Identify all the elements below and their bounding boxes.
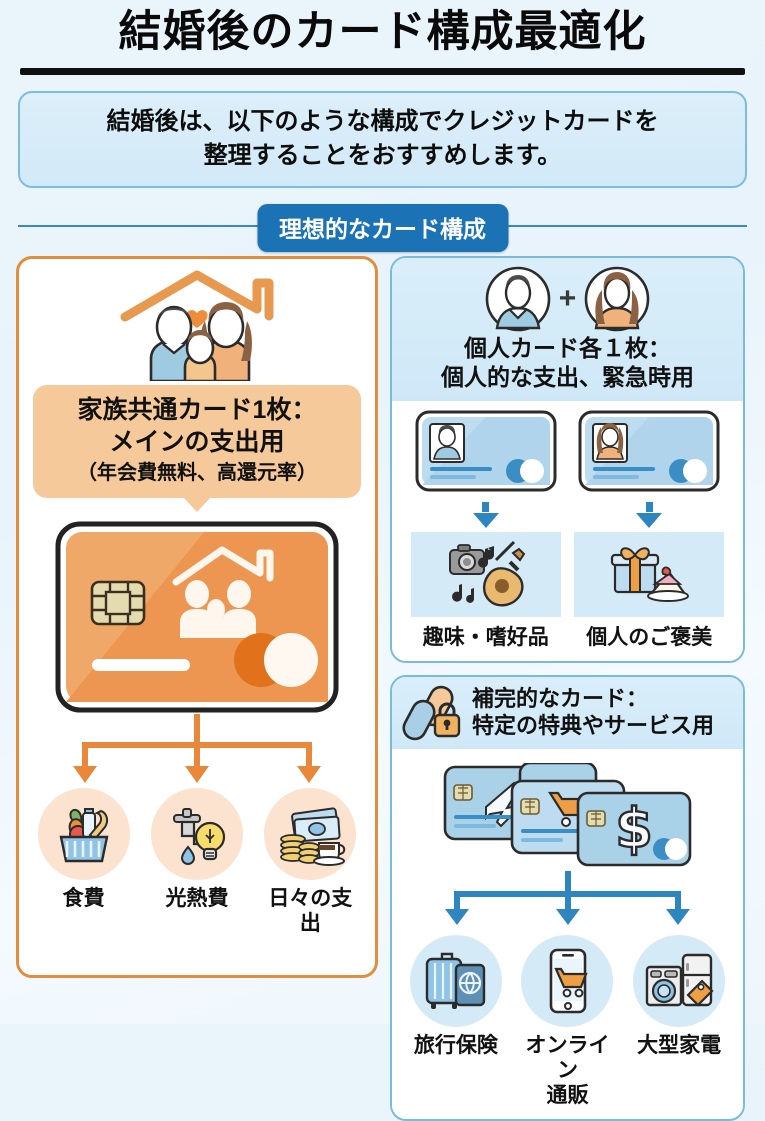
reward-arrow <box>636 513 663 529</box>
supplementary-cards-panel: 補完的なカード： 特定の特典やサービス用 <box>390 675 745 1121</box>
panels-container: 家族共通カード1枚： メインの支出用 （年会費無料、高還元率） <box>0 246 765 1121</box>
family-card-panel: 家族共通カード1枚： メインの支出用 （年会費無料、高還元率） <box>16 256 378 979</box>
suppl-connector-stem <box>564 871 571 894</box>
category-online-shopping: オンライン 通販 <box>515 935 619 1108</box>
supplementary-connector <box>418 871 717 933</box>
family-house-emblem <box>172 546 274 586</box>
suppl-drop-3 <box>675 891 682 912</box>
supplementary-card-stack: $ <box>392 763 743 871</box>
card-stripe <box>92 658 190 671</box>
travel-insurance-label: 旅行保険 <box>413 1034 498 1058</box>
right-column: + 個人カード各１枚： 個人的な支出、緊急時用 <box>390 256 745 1121</box>
plus-icon: + <box>558 282 577 316</box>
personal-item-reward: 個人のご褒美 <box>574 409 725 651</box>
supplementary-panel-body: $ <box>392 749 743 1119</box>
male-avatar-icon <box>485 267 551 332</box>
personal-panel-header: + 個人カード各１枚： 個人的な支出、緊急時用 <box>392 258 743 402</box>
suppl-drop-2 <box>564 891 571 912</box>
family-house-icon <box>120 270 274 382</box>
family-emblem-people <box>180 579 256 638</box>
connector-arrow-2 <box>185 765 209 783</box>
connector-drop-3 <box>306 741 313 768</box>
family-column: 家族共通カード1枚： メインの支出用 （年会費無料、高還元率） <box>16 256 378 979</box>
faucet-bulb-icon <box>150 787 243 880</box>
infographic-page: 結婚後のカード構成最適化 結婚後は、以下のような構成でクレジットカードを 整理す… <box>0 0 765 1024</box>
chip-icon <box>90 580 146 626</box>
category-utilities-label: 光熱費 <box>165 886 229 910</box>
cash-coffee-icon <box>264 787 357 880</box>
chain-link-icon <box>402 686 461 741</box>
supplementary-header-text: 補完的なカード： 特定の特典やサービス用 <box>472 685 714 740</box>
online-shopping-label-2: 通販 <box>546 1083 589 1107</box>
title-underline <box>20 68 745 76</box>
connector-stem <box>194 713 200 744</box>
camera-guitar-music-icon <box>410 532 561 618</box>
hobby-arrow-stem <box>482 502 490 513</box>
lead-box: 結婚後は、以下のような構成でクレジットカードを 整理することをおすすめします。 <box>18 91 747 189</box>
supplementary-header-line-2: 特定の特典やサービス用 <box>472 713 715 739</box>
svg-text:$: $ <box>615 797 653 860</box>
category-daily-label: 日々の支出 <box>268 886 353 935</box>
section-pill-label: 理想的なカード構成 <box>257 204 508 253</box>
personal-header-line-1: 個人カード各１枚： <box>464 335 671 362</box>
reward-label: 個人のご褒美 <box>586 626 713 650</box>
gift-cake-icon <box>574 532 725 618</box>
lead-line-1: 結婚後は、以下のような構成でクレジットカードを <box>106 108 659 136</box>
family-connector <box>49 713 345 786</box>
category-daily: 日々の支出 <box>258 787 362 937</box>
personal-item-hobby: 趣味・嗜好品 <box>410 409 561 651</box>
personal-cards-row: 趣味・嗜好品 <box>392 409 743 651</box>
appliances-tag-icon <box>633 935 726 1028</box>
personal-header-line-2: 個人的な支出、緊急時用 <box>441 363 694 390</box>
grocery-basket-icon <box>37 787 130 880</box>
suitcase-passport-icon <box>409 935 502 1028</box>
female-avatar-icon <box>584 267 650 332</box>
female-photo-card <box>578 410 720 492</box>
category-food-label: 食費 <box>62 886 105 910</box>
connector-arrow-1 <box>72 765 97 783</box>
category-utilities: 光熱費 <box>145 787 249 937</box>
section-divider: 理想的なカード構成 <box>18 204 747 253</box>
supplementary-header-line-1: 補完的なカード： <box>472 686 649 712</box>
category-food: 食費 <box>32 787 136 937</box>
hobby-arrow <box>472 513 499 529</box>
online-shopping-label-1: オンライン <box>525 1034 610 1083</box>
callout-line-2: メインの支出用 <box>109 427 285 456</box>
suppl-drop-1 <box>453 891 460 912</box>
family-category-row: 食費 <box>19 787 375 937</box>
dollar-card: $ <box>576 792 691 867</box>
category-travel-insurance: 旅行保険 <box>404 935 508 1108</box>
personal-panel-body: 趣味・嗜好品 <box>392 401 743 662</box>
avatar-pair: + <box>402 266 733 332</box>
lead-line-2: 整理することをおすすめします。 <box>203 142 562 170</box>
reward-arrow-stem <box>645 502 653 513</box>
family-card-callout: 家族共通カード1枚： メインの支出用 （年会費無料、高還元率） <box>33 385 361 498</box>
hobby-label: 趣味・嗜好品 <box>422 626 549 650</box>
personal-cards-panel: + 個人カード各１枚： 個人的な支出、緊急時用 <box>390 256 745 664</box>
connector-drop-2 <box>194 741 200 768</box>
supplementary-category-row: 旅行保険 <box>392 935 743 1108</box>
connector-arrow-3 <box>297 765 322 783</box>
callout-line-3: （年会費無料、高還元率） <box>77 461 317 484</box>
family-credit-card <box>55 521 339 713</box>
family-credit-card-wrap <box>19 520 375 714</box>
suppl-arrow-1 <box>444 909 469 926</box>
category-large-appliances: 大型家電 <box>627 935 731 1108</box>
large-appliances-label: 大型家電 <box>637 1034 722 1058</box>
page-title: 結婚後のカード構成最適化 <box>118 8 647 56</box>
smartphone-cart-icon <box>521 935 614 1028</box>
supplementary-panel-header: 補完的なカード： 特定の特典やサービス用 <box>392 677 743 750</box>
callout-line-1: 家族共通カード1枚： <box>77 396 317 425</box>
male-photo-card <box>415 410 557 492</box>
lock-icon <box>433 702 461 738</box>
suppl-arrow-2 <box>555 909 580 926</box>
suppl-arrow-3 <box>666 909 691 926</box>
dual-circle-logo <box>234 632 318 687</box>
connector-drop-1 <box>81 741 88 768</box>
